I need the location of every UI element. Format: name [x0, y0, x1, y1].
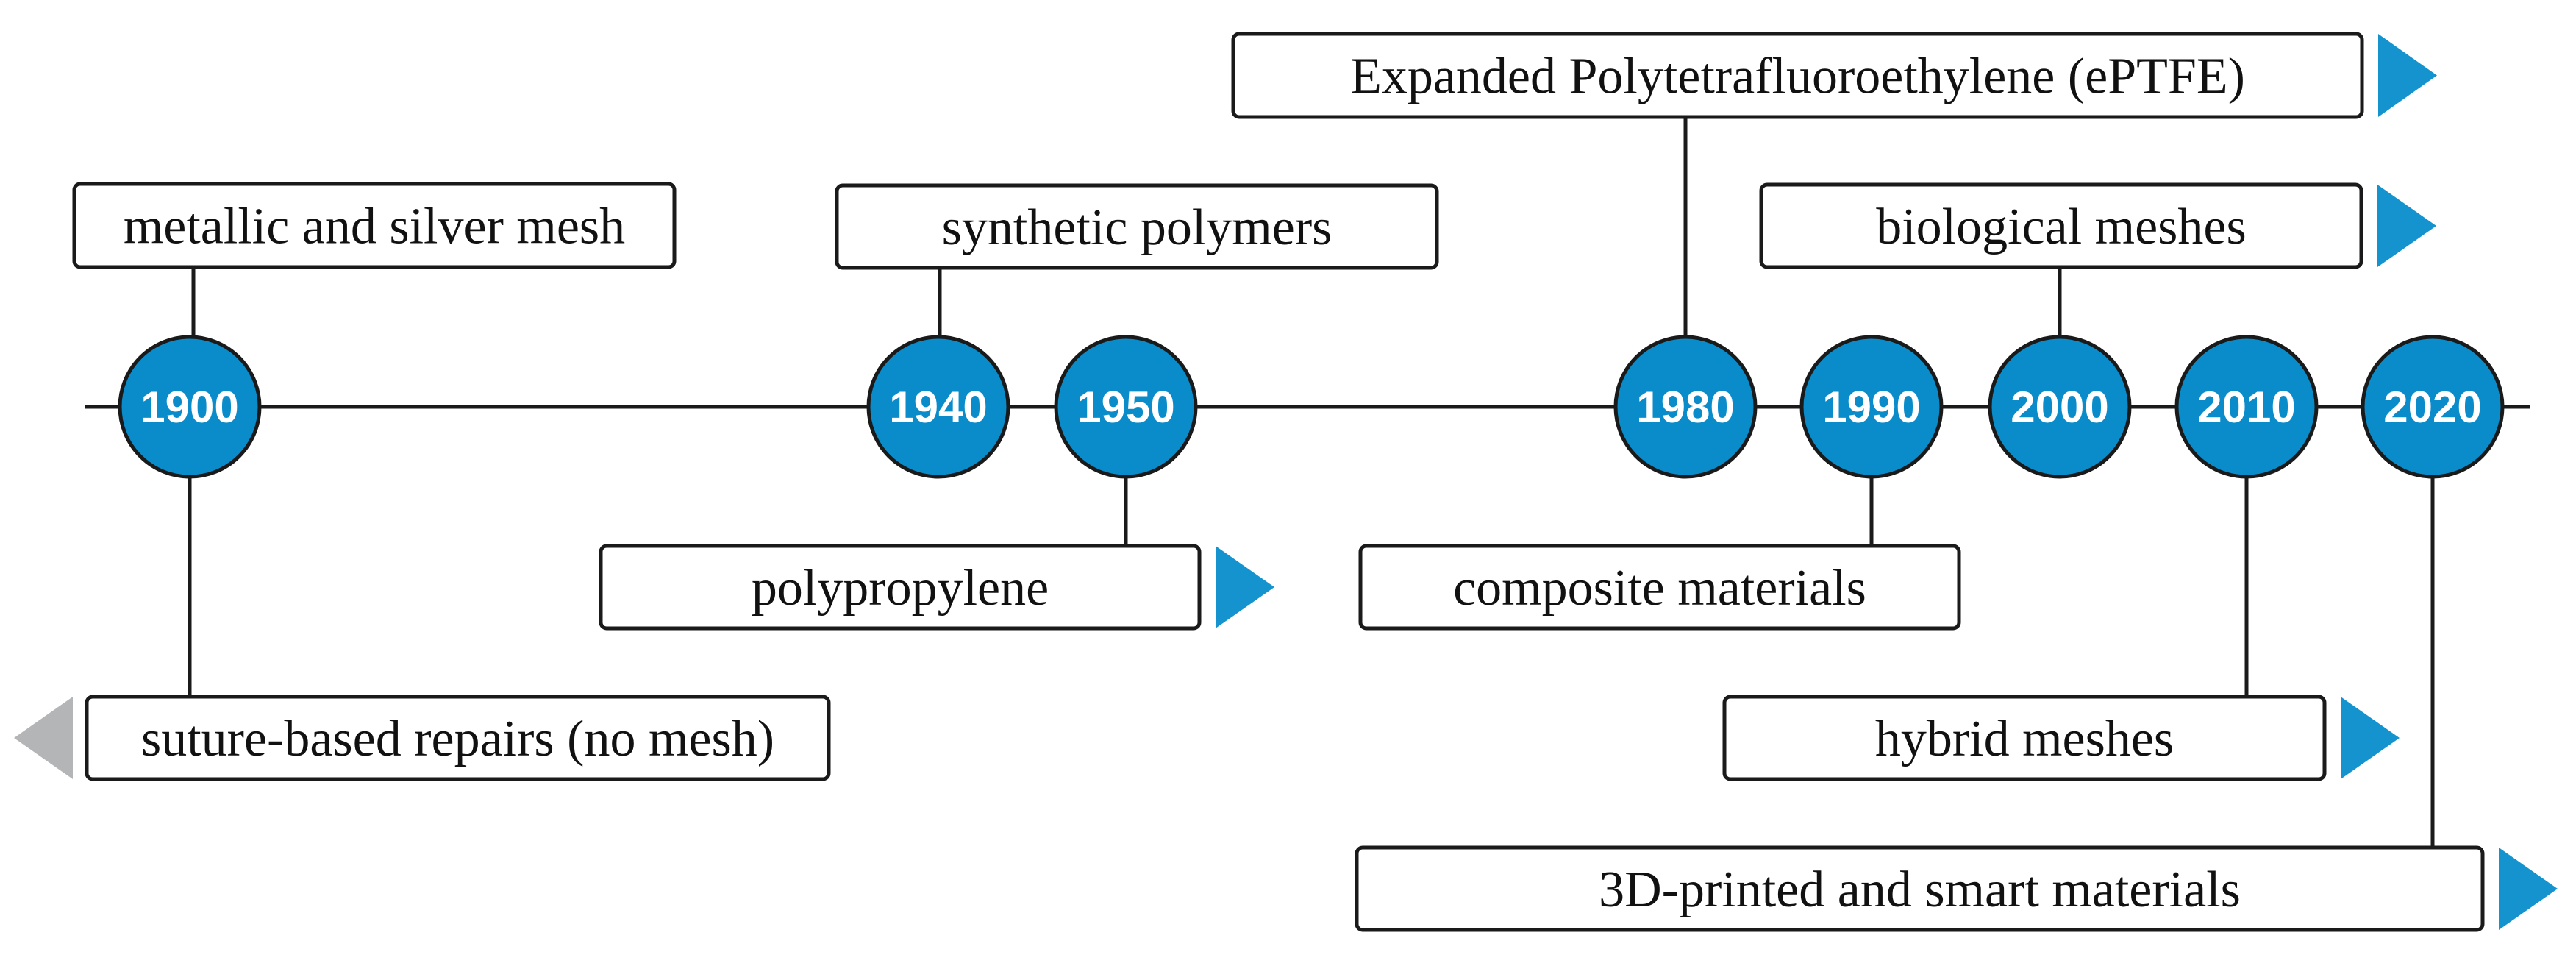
- event-box: Expanded Polytetrafluoroethylene (ePTFE): [1231, 32, 2364, 119]
- continues-forward-arrow-icon: [2378, 34, 2437, 117]
- event-box-frame: [85, 695, 831, 781]
- year-label: 1950: [1077, 383, 1174, 432]
- event-label: hybrid meshes: [1875, 711, 2174, 767]
- event-box-frame: [599, 544, 1202, 631]
- event-box: hybrid meshes: [1722, 695, 2327, 781]
- year-label: 2000: [2011, 383, 2108, 432]
- year-node: 1900: [118, 335, 262, 479]
- year-node-circle: [118, 335, 262, 479]
- event-box: polypropylene: [599, 544, 1202, 631]
- event-box: biological meshes: [1759, 182, 2363, 269]
- year-label: 1990: [1822, 383, 1920, 432]
- event-box: synthetic polymers: [835, 183, 1439, 270]
- continues-forward-arrow-icon: [2341, 697, 2400, 779]
- continues-forward-arrow-icon: [1216, 546, 1274, 628]
- event-label: 3D-printed and smart materials: [1599, 862, 2241, 918]
- continues-backward-arrow-icon: [14, 697, 73, 779]
- year-node-circle: [2174, 335, 2319, 479]
- year-node: 1990: [1799, 335, 1944, 479]
- continues-forward-arrow-icon: [2377, 185, 2436, 267]
- event-box: metallic and silver mesh: [72, 182, 677, 269]
- year-node-circle: [1054, 335, 1198, 479]
- event-box-frame: [835, 183, 1439, 270]
- year-node: 2000: [1988, 335, 2132, 479]
- year-node: 2010: [2174, 335, 2319, 479]
- event-label: synthetic polymers: [942, 199, 1332, 256]
- event-label: polypropylene: [752, 560, 1049, 617]
- event-box-frame: [1759, 182, 2363, 269]
- year-node-circle: [1613, 335, 1758, 479]
- year-node-circle: [1799, 335, 1944, 479]
- event-label: metallic and silver mesh: [124, 199, 625, 255]
- year-label: 1940: [889, 383, 987, 432]
- event-box: suture-based repairs (no mesh): [85, 695, 831, 781]
- year-node-circle: [1988, 335, 2132, 479]
- year-node-circle: [2361, 335, 2505, 479]
- event-box: composite materials: [1358, 544, 1961, 631]
- year-node-circle: [866, 335, 1010, 479]
- year-node: 1940: [866, 335, 1010, 479]
- year-node: 2020: [2361, 335, 2505, 479]
- event-label: composite materials: [1453, 560, 1866, 617]
- event-label: Expanded Polytetrafluoroethylene (ePTFE): [1350, 49, 2245, 105]
- event-box: 3D-printed and smart materials: [1355, 845, 2485, 932]
- event-box-frame: [1358, 544, 1961, 631]
- continues-forward-arrow-icon: [2499, 848, 2558, 930]
- year-node: 1950: [1054, 335, 1198, 479]
- event-box-frame: [1355, 845, 2485, 932]
- year-label: 2010: [2197, 383, 2295, 432]
- event-label: suture-based repairs (no mesh): [141, 711, 774, 767]
- event-box-frame: [1722, 695, 2327, 781]
- year-label: 1980: [1636, 383, 1734, 432]
- event-box-frame: [1231, 32, 2364, 119]
- year-label: 2020: [2383, 383, 2481, 432]
- event-box-frame: [72, 182, 677, 269]
- year-node: 1980: [1613, 335, 1758, 479]
- year-label: 1900: [140, 383, 238, 432]
- event-label: biological meshes: [1876, 199, 2247, 255]
